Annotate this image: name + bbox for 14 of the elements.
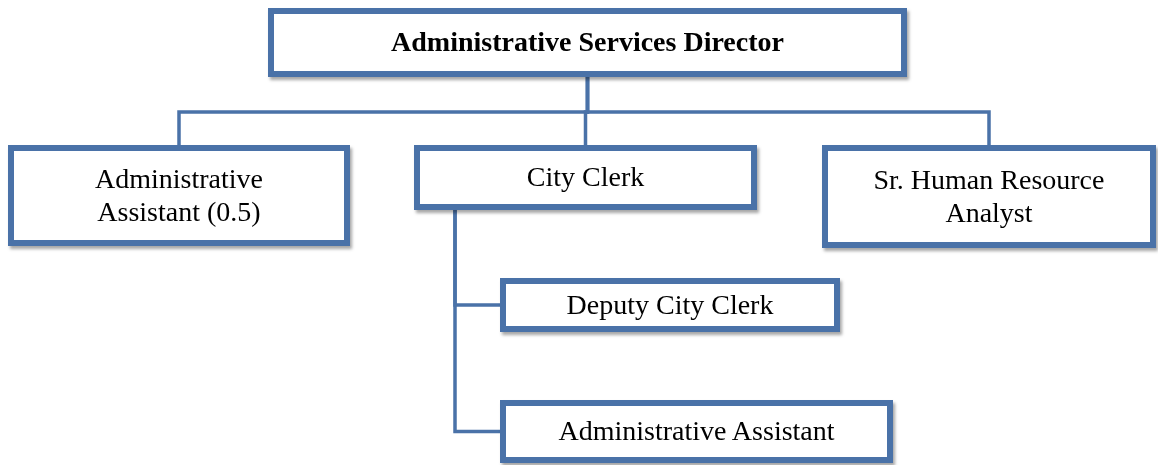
org-box <box>500 278 840 332</box>
org-box <box>8 145 350 246</box>
connector-line <box>453 210 500 434</box>
org-box <box>414 145 757 210</box>
role-title: Administrative Services Director <box>391 26 784 59</box>
role-title: Administrative Assistant (0.5) <box>94 163 264 228</box>
org-box <box>268 8 907 77</box>
role-title: City Clerk <box>526 161 645 194</box>
org-box <box>822 145 1156 248</box>
org-box <box>500 400 893 463</box>
role-title: Deputy City Clerk <box>566 288 774 322</box>
role-title: Administrative Assistant <box>558 415 835 448</box>
role-title: Sr. Human Resource Analyst <box>872 164 1106 229</box>
connector-line <box>585 77 991 145</box>
